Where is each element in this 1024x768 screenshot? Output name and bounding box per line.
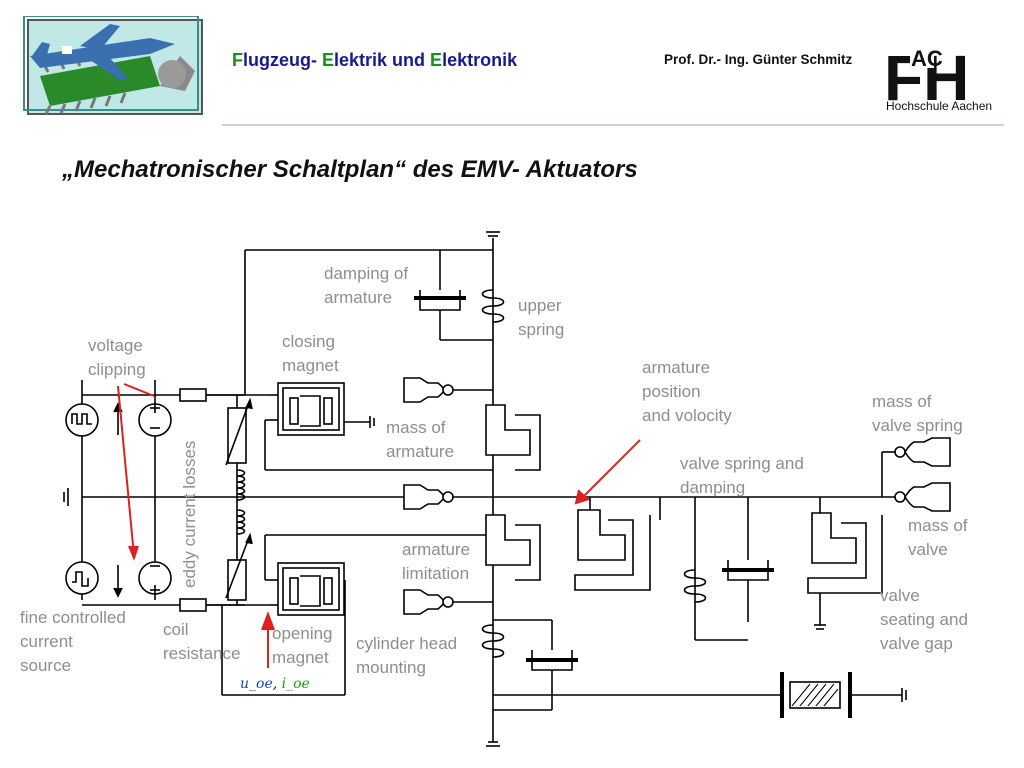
label-valve-seating: valve seating and valve gap bbox=[880, 586, 968, 653]
closing-magnet-symbol bbox=[264, 382, 493, 471]
red-arrows bbox=[117, 383, 641, 668]
course-title: Flugzeug- Elektrik und Elektronik bbox=[232, 50, 517, 71]
label-upper-spring: upper spring bbox=[518, 296, 565, 339]
logo-ac: AC bbox=[911, 46, 943, 71]
label-voltage-clipping: voltage clipping bbox=[88, 336, 146, 379]
slide-title: „Mechatronischer Schaltplan“ des EMV- Ak… bbox=[62, 156, 638, 183]
course-title-part: lektronik bbox=[442, 50, 518, 70]
damper-armature bbox=[414, 250, 493, 341]
uoe-voltage: u_oe bbox=[240, 676, 273, 692]
label-uoe-ioe: u_oe, i_oe bbox=[240, 676, 310, 692]
logo-subtitle: Hochschule Aachen bbox=[886, 99, 993, 113]
course-title-part: lugzeug- bbox=[243, 50, 322, 70]
header-divider bbox=[222, 124, 1004, 126]
mass-symbols bbox=[403, 377, 493, 615]
label-damping-of-armature: damping of armature bbox=[324, 264, 409, 307]
label-fine-controlled-source: fine controlled current source bbox=[20, 608, 126, 675]
course-title-part: F bbox=[232, 50, 243, 70]
label-coil-resistance: coil resistance bbox=[163, 620, 241, 663]
label-mass-of-valve-spring: mass of valve spring bbox=[872, 392, 963, 435]
course-title-part: E bbox=[430, 50, 443, 70]
label-valve-spring-damping: valve spring and damping bbox=[680, 454, 804, 497]
fh-aachen-logo: FH AC bbox=[884, 44, 969, 114]
label-eddy-current-losses: eddy current losses bbox=[180, 440, 199, 588]
label-mass-of-armature: mass of armature bbox=[386, 418, 455, 461]
upper-spring-coil bbox=[481, 289, 505, 323]
label-closing-magnet: closing magnet bbox=[282, 332, 339, 375]
label-cylinder-head-mounting: cylinder head mounting bbox=[356, 634, 458, 677]
course-logo-chip-icon bbox=[23, 16, 203, 115]
armature-limitation-symbols bbox=[485, 404, 541, 581]
uoe-separator: , bbox=[272, 676, 282, 692]
label-armature-limitation: armature limitation bbox=[402, 540, 471, 583]
label-mass-of-valve: mass of valve bbox=[908, 516, 968, 559]
label-armature-position: armature position and volocity bbox=[642, 358, 732, 425]
professor-name: Prof. Dr.- Ing. Günter Schmitz bbox=[664, 52, 853, 67]
course-title-part: lektrik und bbox=[334, 50, 431, 70]
opening-magnet-symbol bbox=[264, 534, 493, 616]
ioe-current: i_oe bbox=[281, 676, 310, 692]
course-title-part: E bbox=[322, 50, 335, 70]
label-opening-magnet: opening magnet bbox=[272, 624, 333, 667]
